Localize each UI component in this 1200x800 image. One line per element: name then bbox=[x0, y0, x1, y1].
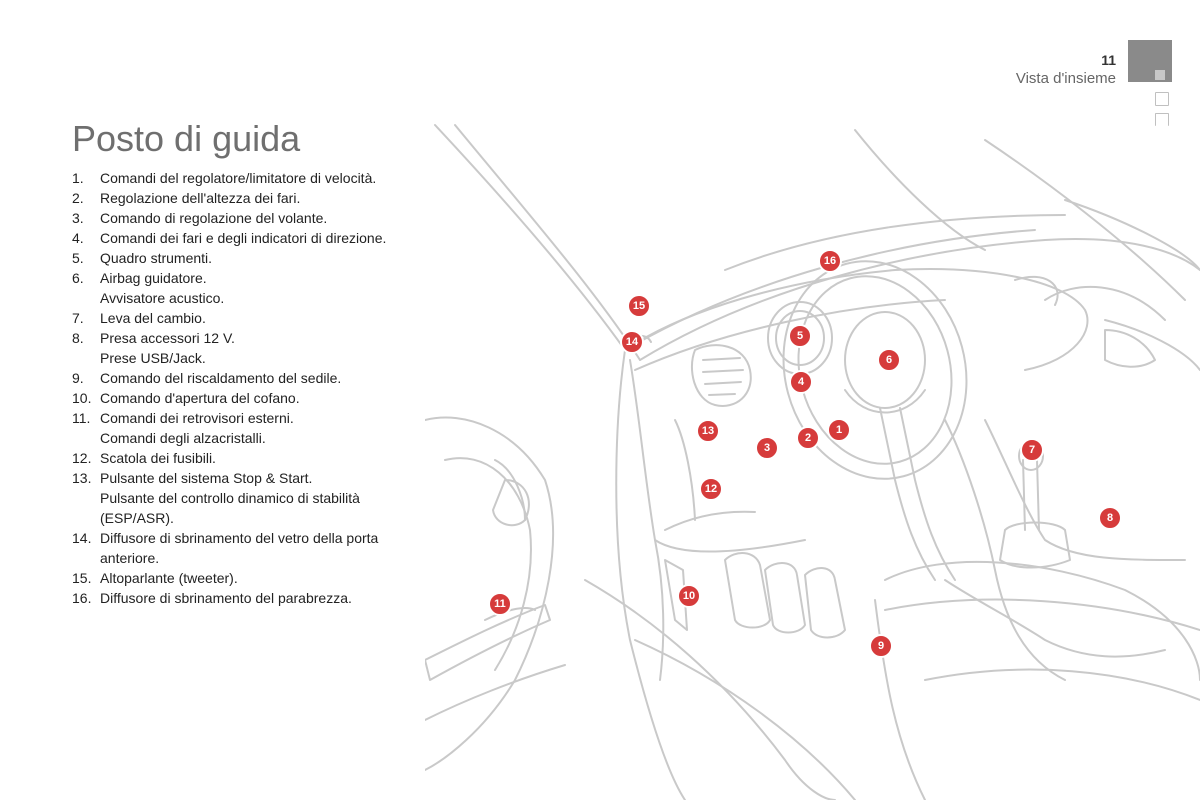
legend-number: 8. bbox=[72, 330, 84, 346]
legend-item-14: 14. Diffusore di sbrinamento del vetro de… bbox=[72, 528, 402, 568]
callout-label: 13 bbox=[702, 425, 714, 437]
callout-label: 3 bbox=[764, 442, 770, 454]
callout-label: 15 bbox=[633, 300, 645, 312]
page-number: 11 bbox=[1101, 52, 1116, 68]
legend-item-16: 16. Diffusore di sbrinamento del parabrez… bbox=[72, 588, 402, 608]
legend-item-6: 6. Airbag guidatore. Avvisatore acustico. bbox=[72, 268, 402, 308]
callout-label: 8 bbox=[1107, 512, 1113, 524]
legend-number: 11. bbox=[72, 410, 91, 426]
legend-item-3: 3. Comando di regolazione del volante. bbox=[72, 208, 402, 228]
legend-number: 4. bbox=[72, 230, 84, 246]
callout-1: 1 bbox=[827, 418, 851, 442]
callout-10: 10 bbox=[677, 584, 701, 608]
callout-12: 12 bbox=[699, 477, 723, 501]
callout-3: 3 bbox=[755, 436, 779, 460]
legend-item-10: 10. Comando d'apertura del cofano. bbox=[72, 388, 402, 408]
callout-6: 6 bbox=[877, 348, 901, 372]
legend-item-9: 9. Comando del riscaldamento del sedile. bbox=[72, 368, 402, 388]
legend-text: Presa accessori 12 V. bbox=[100, 330, 235, 346]
legend-text: Comandi dei fari e degli indicatori di d… bbox=[100, 230, 387, 246]
legend-number: 7. bbox=[72, 310, 84, 326]
legend-number: 13. bbox=[72, 470, 92, 486]
callout-label: 14 bbox=[626, 336, 639, 348]
legend-item-8: 8. Presa accessori 12 V. Prese USB/Jack. bbox=[72, 328, 402, 368]
legend-number: 10. bbox=[72, 390, 92, 406]
legend-number: 5. bbox=[72, 250, 84, 266]
callout-label: 10 bbox=[683, 590, 695, 602]
legend-text: Comandi del regolatore/limitatore di vel… bbox=[100, 170, 377, 186]
legend-number: 6. bbox=[72, 270, 84, 286]
callout-label: 2 bbox=[805, 432, 811, 444]
callout-4: 4 bbox=[789, 370, 813, 394]
legend-text: Pulsante del sistema Stop & Start. bbox=[100, 470, 313, 486]
legend-number: 16. bbox=[72, 590, 92, 606]
legend-text: Comando del riscaldamento del sedile. bbox=[100, 370, 342, 386]
callout-label: 16 bbox=[824, 255, 836, 267]
legend-text: Comandi dei retrovisori esterni. bbox=[100, 410, 294, 426]
callout-8: 8 bbox=[1098, 506, 1122, 530]
legend-number: 15. bbox=[72, 570, 92, 586]
callout-14: 14 bbox=[620, 330, 644, 354]
tab-marker-filled bbox=[1155, 70, 1165, 80]
legend-text: Quadro strumenti. bbox=[100, 250, 213, 266]
legend-text: Diffusore di sbrinamento del vetro della… bbox=[100, 530, 379, 566]
callout-7: 7 bbox=[1020, 438, 1044, 462]
callout-label: 11 bbox=[494, 598, 506, 610]
legend-item-15: 15. Altoparlante (tweeter). bbox=[72, 568, 402, 588]
legend-item-2: 2. Regolazione dell'altezza dei fari. bbox=[72, 188, 402, 208]
callout-16: 16 bbox=[818, 249, 842, 273]
callout-5: 5 bbox=[788, 324, 812, 348]
legend-item-1: 1. Comandi del regolatore/limitatore di v… bbox=[72, 168, 402, 188]
legend-number: 14. bbox=[72, 530, 92, 546]
callout-label: 1 bbox=[836, 424, 842, 436]
legend-text-secondary: Prese USB/Jack. bbox=[100, 350, 206, 366]
legend-item-7: 7. Leva del cambio. bbox=[72, 308, 402, 328]
callout-11: 11 bbox=[488, 592, 512, 616]
legend-number: 12. bbox=[72, 450, 92, 466]
legend-item-4: 4. Comandi dei fari e degli indicatori di… bbox=[72, 228, 402, 248]
cockpit-illustration: 1 2 3 4 5 6 7 8 9 10 11 12 13 14 15 16 bbox=[425, 124, 1200, 800]
callout-13: 13 bbox=[696, 419, 720, 443]
tab-marker-outline bbox=[1155, 92, 1169, 106]
legend-number: 9. bbox=[72, 370, 84, 386]
callout-2: 2 bbox=[796, 426, 820, 450]
callout-label: 6 bbox=[886, 354, 892, 366]
legend-text: Leva del cambio. bbox=[100, 310, 206, 326]
callout-15: 15 bbox=[627, 294, 651, 318]
legend-text: Regolazione dell'altezza dei fari. bbox=[100, 190, 301, 206]
legend-item-5: 5. Quadro strumenti. bbox=[72, 248, 402, 268]
callout-label: 5 bbox=[797, 330, 803, 342]
legend-list: 1. Comandi del regolatore/limitatore di v… bbox=[72, 168, 402, 608]
legend-item-11: 11. Comandi dei retrovisori esterni. Coman… bbox=[72, 408, 402, 448]
legend-number: 2. bbox=[72, 190, 84, 206]
page-title: Posto di guida bbox=[72, 118, 301, 159]
callout-9: 9 bbox=[869, 634, 893, 658]
callout-label: 12 bbox=[705, 483, 717, 495]
legend-text-secondary: Comandi degli alzacristalli. bbox=[100, 430, 266, 446]
legend-text: Diffusore di sbrinamento del parabrezza. bbox=[100, 590, 352, 606]
legend-text: Comando di regolazione del volante. bbox=[100, 210, 328, 226]
tab-marker-outline-open bbox=[1155, 113, 1169, 126]
legend-text-secondary: Pulsante del controllo dinamico di stabi… bbox=[100, 490, 360, 526]
legend-item-12: 12. Scatola dei fusibili. bbox=[72, 448, 402, 468]
legend-text: Scatola dei fusibili. bbox=[100, 450, 216, 466]
callout-label: 4 bbox=[798, 376, 805, 388]
legend-text: Airbag guidatore. bbox=[100, 270, 207, 286]
legend-text: Altoparlante (tweeter). bbox=[100, 570, 238, 586]
legend-number: 3. bbox=[72, 210, 84, 226]
legend-text: Comando d'apertura del cofano. bbox=[100, 390, 300, 406]
legend-text-secondary: Avvisatore acustico. bbox=[100, 290, 225, 306]
section-title: Vista d'insieme bbox=[1015, 70, 1116, 87]
callout-label: 9 bbox=[878, 640, 884, 652]
legend-item-13: 13. Pulsante del sistema Stop & Start. Pul… bbox=[72, 468, 402, 528]
legend-number: 1. bbox=[72, 170, 84, 186]
section-tab bbox=[1128, 40, 1172, 82]
callout-label: 7 bbox=[1029, 444, 1035, 456]
